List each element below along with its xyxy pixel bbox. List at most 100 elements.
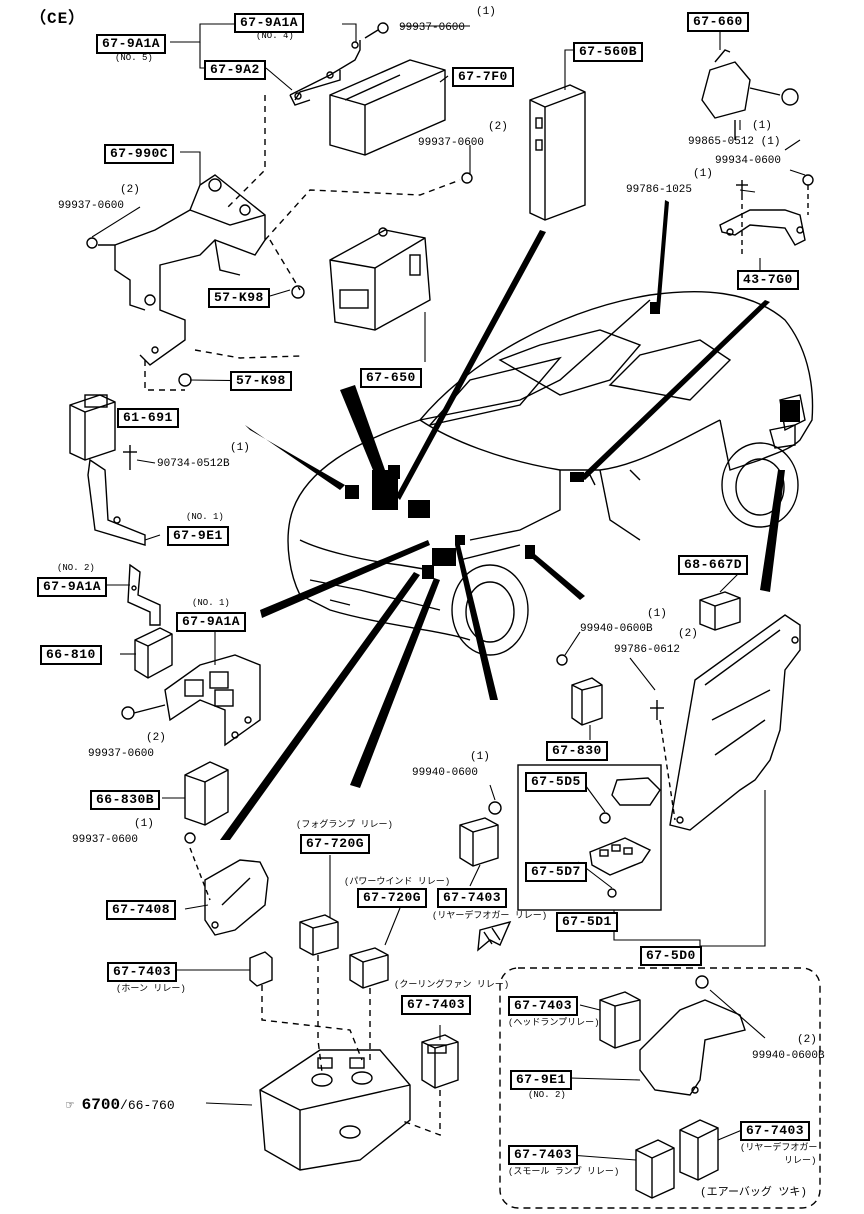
bracket-67-9A1A-no2 xyxy=(127,563,161,626)
part-box-67-7403-headlamp[interactable]: 67-7403 xyxy=(508,996,579,1016)
part-number-99786-1025[interactable]: 99786-1025 xyxy=(626,184,693,196)
relay-67-7403-horn xyxy=(249,951,273,987)
part-box-67-5D7[interactable]: 67-5D7 xyxy=(525,862,587,882)
part-number-99937-0600-bottom[interactable]: 99937-0600 xyxy=(72,834,139,846)
part-box-67-7F0[interactable]: 67-7F0 xyxy=(452,67,514,87)
part-box-67-5D1[interactable]: 67-5D1 xyxy=(556,912,618,932)
part-box-67-9A1A-no2[interactable]: 67-9A1A xyxy=(37,577,108,597)
module-67-560B xyxy=(529,84,586,221)
part-box-67-9E1-no2[interactable]: 67-9E1 xyxy=(510,1070,572,1090)
dashed-leaders-bottom xyxy=(261,955,441,1137)
note-fog-lamp-relay: (フォグランプ リレー) xyxy=(296,820,393,830)
relay-67-830 xyxy=(556,654,603,726)
note-no2: (NO. 2) xyxy=(528,1090,566,1100)
part-box-57-K98-lower[interactable]: 57-K98 xyxy=(230,371,292,391)
part-box-67-9A1A-no5[interactable]: 67-9A1A xyxy=(96,34,167,54)
bracket-67-9E1-no2 xyxy=(639,975,746,1096)
junction-box-6700 xyxy=(259,1049,411,1171)
pointer-wedges xyxy=(220,200,785,840)
part-box-66-810[interactable]: 66-810 xyxy=(40,645,102,665)
note-no4: (NO. 4) xyxy=(256,31,294,41)
part-number-99940-0600B-upper[interactable]: 99940-0600B xyxy=(580,623,653,635)
part-number-99934-0600[interactable]: 99934-0600 xyxy=(715,155,782,167)
reference-link-6700[interactable]: ☞ 6700/66-760 xyxy=(66,1096,175,1114)
note-no1: (NO. 1) xyxy=(186,512,224,522)
module-67-7F0 xyxy=(329,59,446,156)
note-power-window-relay: (パワーウインド リレー) xyxy=(344,877,451,887)
upper-bracket-assembly xyxy=(289,22,389,106)
bracket-67-9A1A-no1 xyxy=(121,654,261,747)
dashed-leaders-top xyxy=(144,95,461,391)
part-number-99786-0612[interactable]: 99786-0612 xyxy=(614,644,681,656)
part-box-43-7G0[interactable]: 43-7G0 xyxy=(737,270,799,290)
part-box-67-720G-fog[interactable]: 67-720G xyxy=(300,834,371,854)
part-box-67-7408[interactable]: 67-7408 xyxy=(106,900,177,920)
bracket-67-9E1-no1 xyxy=(87,458,146,546)
quantity-label: (1) xyxy=(693,168,713,180)
part-box-67-560B[interactable]: 67-560B xyxy=(573,42,644,62)
part-box-67-7403-cooling[interactable]: 67-7403 xyxy=(401,995,472,1015)
part-box-67-7403-rear-defogger[interactable]: 67-7403 xyxy=(437,888,508,908)
part-box-61-691[interactable]: 61-691 xyxy=(117,408,179,428)
part-box-67-7403-small-lamp[interactable]: 67-7403 xyxy=(508,1145,579,1165)
note-no5: (NO. 5) xyxy=(115,53,153,63)
key-67-5D5 xyxy=(599,777,661,824)
part-box-67-9A2[interactable]: 67-9A2 xyxy=(204,60,266,80)
reference-suffix: /66-760 xyxy=(120,1098,175,1113)
module-67-650 xyxy=(329,172,473,331)
bracket-43-7G0 xyxy=(719,174,814,255)
part-box-67-660[interactable]: 67-660 xyxy=(687,12,749,32)
quantity-label: (1) xyxy=(134,818,154,830)
part-number-99865-0512[interactable]: 99865-0512 (1) xyxy=(688,136,781,148)
part-box-67-9A1A-no4[interactable]: 67-9A1A xyxy=(234,13,305,33)
part-number-99937-0600-mid[interactable]: 99937-0600 xyxy=(418,137,485,149)
hatched-arrow xyxy=(477,920,512,952)
part-box-67-720G-power-window[interactable]: 67-720G xyxy=(357,888,428,908)
relay-66-810 xyxy=(134,627,173,679)
note-rear-defogger-relay-2: (リヤーデフオガー xyxy=(740,1143,818,1153)
bracket-67-990C xyxy=(86,174,266,366)
relay-61-691 xyxy=(69,394,137,470)
part-number-99937-0600-lower[interactable]: 99937-0600 xyxy=(88,748,155,760)
bracket-right-large xyxy=(650,614,801,831)
part-number-99940-0600[interactable]: 99940-0600 xyxy=(412,767,479,779)
part-number-99940-0600B-lower[interactable]: 99940-0600B xyxy=(752,1050,825,1062)
quantity-label: (1) xyxy=(647,608,667,620)
part-box-57-K98-upper[interactable]: 57-K98 xyxy=(208,288,270,308)
relay-67-7403-cooling xyxy=(421,1034,459,1089)
part-box-68-667D[interactable]: 68-667D xyxy=(678,555,749,575)
sensor-67-660 xyxy=(701,49,799,140)
note-no2: (NO. 2) xyxy=(57,563,95,573)
part-box-67-650[interactable]: 67-650 xyxy=(360,368,422,388)
part-box-67-5D0[interactable]: 67-5D0 xyxy=(640,946,702,966)
relay-67-7403-headlamp xyxy=(599,991,641,1049)
relay-67-7403-rear-defogger xyxy=(459,801,502,867)
relay-67-720G-power-window xyxy=(349,947,389,989)
quantity-label: (2) xyxy=(488,121,508,133)
part-box-67-990C[interactable]: 67-990C xyxy=(104,144,175,164)
part-box-66-830B[interactable]: 66-830B xyxy=(90,790,161,810)
part-box-67-7403-rear-defogger-2[interactable]: 67-7403 xyxy=(740,1121,811,1141)
part-box-67-9A1A-no1[interactable]: 67-9A1A xyxy=(176,612,247,632)
note-rear-defogger-relay-2b: リレー) xyxy=(784,1156,817,1166)
quantity-label: (2) xyxy=(146,732,166,744)
quantity-label: (1) xyxy=(470,751,490,763)
bracket-67-7408 xyxy=(189,847,269,936)
note-small-lamp-relay: (スモール ランプ リレー) xyxy=(508,1167,620,1177)
part-number-90734-0512B[interactable]: 90734-0512B xyxy=(157,458,230,470)
quantity-label: (2) xyxy=(678,628,698,640)
note-no1: (NO. 1) xyxy=(192,598,230,608)
part-box-67-9E1-no1[interactable]: 67-9E1 xyxy=(167,526,229,546)
part-box-67-830[interactable]: 67-830 xyxy=(546,741,608,761)
part-box-67-5D5[interactable]: 67-5D5 xyxy=(525,772,587,792)
quantity-label: (2) xyxy=(797,1034,817,1046)
part-number-99937-0600-left[interactable]: 99937-0600 xyxy=(58,200,125,212)
airbag-frame xyxy=(499,967,821,1209)
quantity-label: (1) xyxy=(752,120,772,132)
part-number-99937-0600-top[interactable]: 99937-0600 xyxy=(399,22,466,34)
relay-66-830B xyxy=(184,761,229,844)
remote-67-5D7 xyxy=(589,837,652,898)
part-box-67-7403-horn[interactable]: 67-7403 xyxy=(107,962,178,982)
